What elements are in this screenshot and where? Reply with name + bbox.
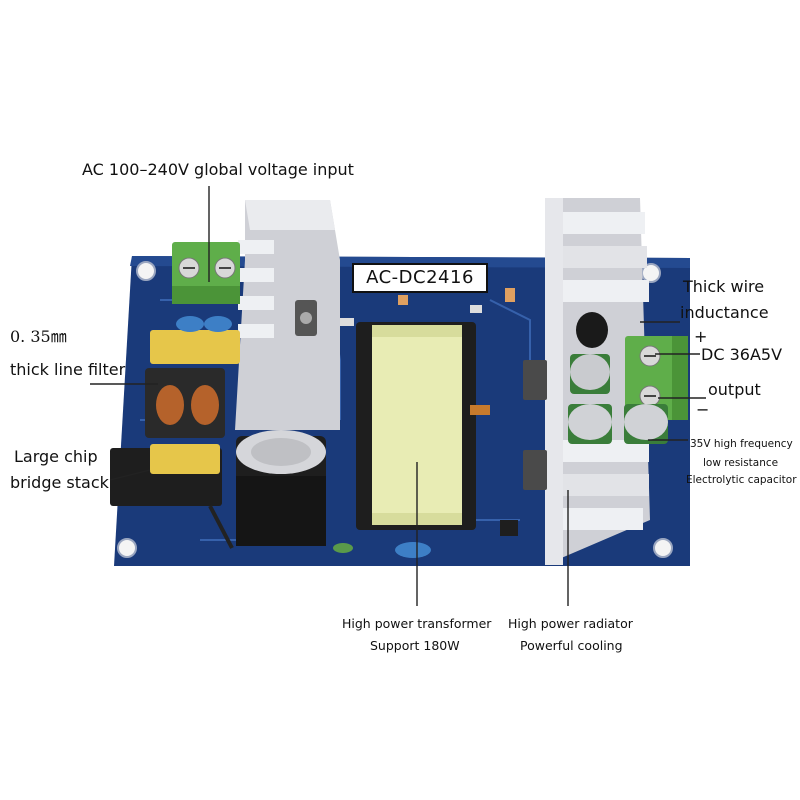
line-filter <box>145 316 240 438</box>
positive-terminal-sign: + <box>694 327 708 346</box>
bridge-label-line2: bridge stack <box>10 473 109 492</box>
negative-terminal-sign: − <box>696 400 710 419</box>
filter-name-label: thick line filter <box>10 360 126 379</box>
leader-lines <box>90 186 706 606</box>
filter-gauge-label: 0. 35㎜ <box>10 327 67 346</box>
capacitor-label-line3: Electrolytic capacitor <box>686 474 797 486</box>
radiator-label-line1: High power radiator <box>508 616 633 631</box>
output-capacitors <box>568 312 668 444</box>
left-heatsink <box>235 200 340 430</box>
capacitor-label-line2: low resistance <box>703 457 779 469</box>
mounting-holes <box>117 261 673 558</box>
inductance-label-line1: Thick wire <box>683 277 765 296</box>
output-terminal <box>625 336 688 420</box>
transformer-label-line1: High power transformer <box>342 616 492 631</box>
input-terminal <box>172 242 240 304</box>
bulk-capacitor <box>236 430 326 546</box>
inductance-label-line2: inductance <box>680 303 769 322</box>
dc-output-label: DC 36A5V <box>701 345 783 364</box>
transformer-label-line2: Support 180W <box>370 638 460 653</box>
bridge-stack <box>110 444 234 549</box>
capacitor-label-line1: 35V high frequency <box>690 438 793 450</box>
bridge-label-line1: Large chip <box>14 447 98 466</box>
board-model-label: AC-DC2416 <box>352 263 488 293</box>
output-label: output <box>708 380 761 399</box>
small-components <box>333 288 518 558</box>
radiator-label-line2: Powerful cooling <box>520 638 623 653</box>
ac-input-label: AC 100–240V global voltage input <box>82 160 354 179</box>
transformer <box>356 322 490 530</box>
